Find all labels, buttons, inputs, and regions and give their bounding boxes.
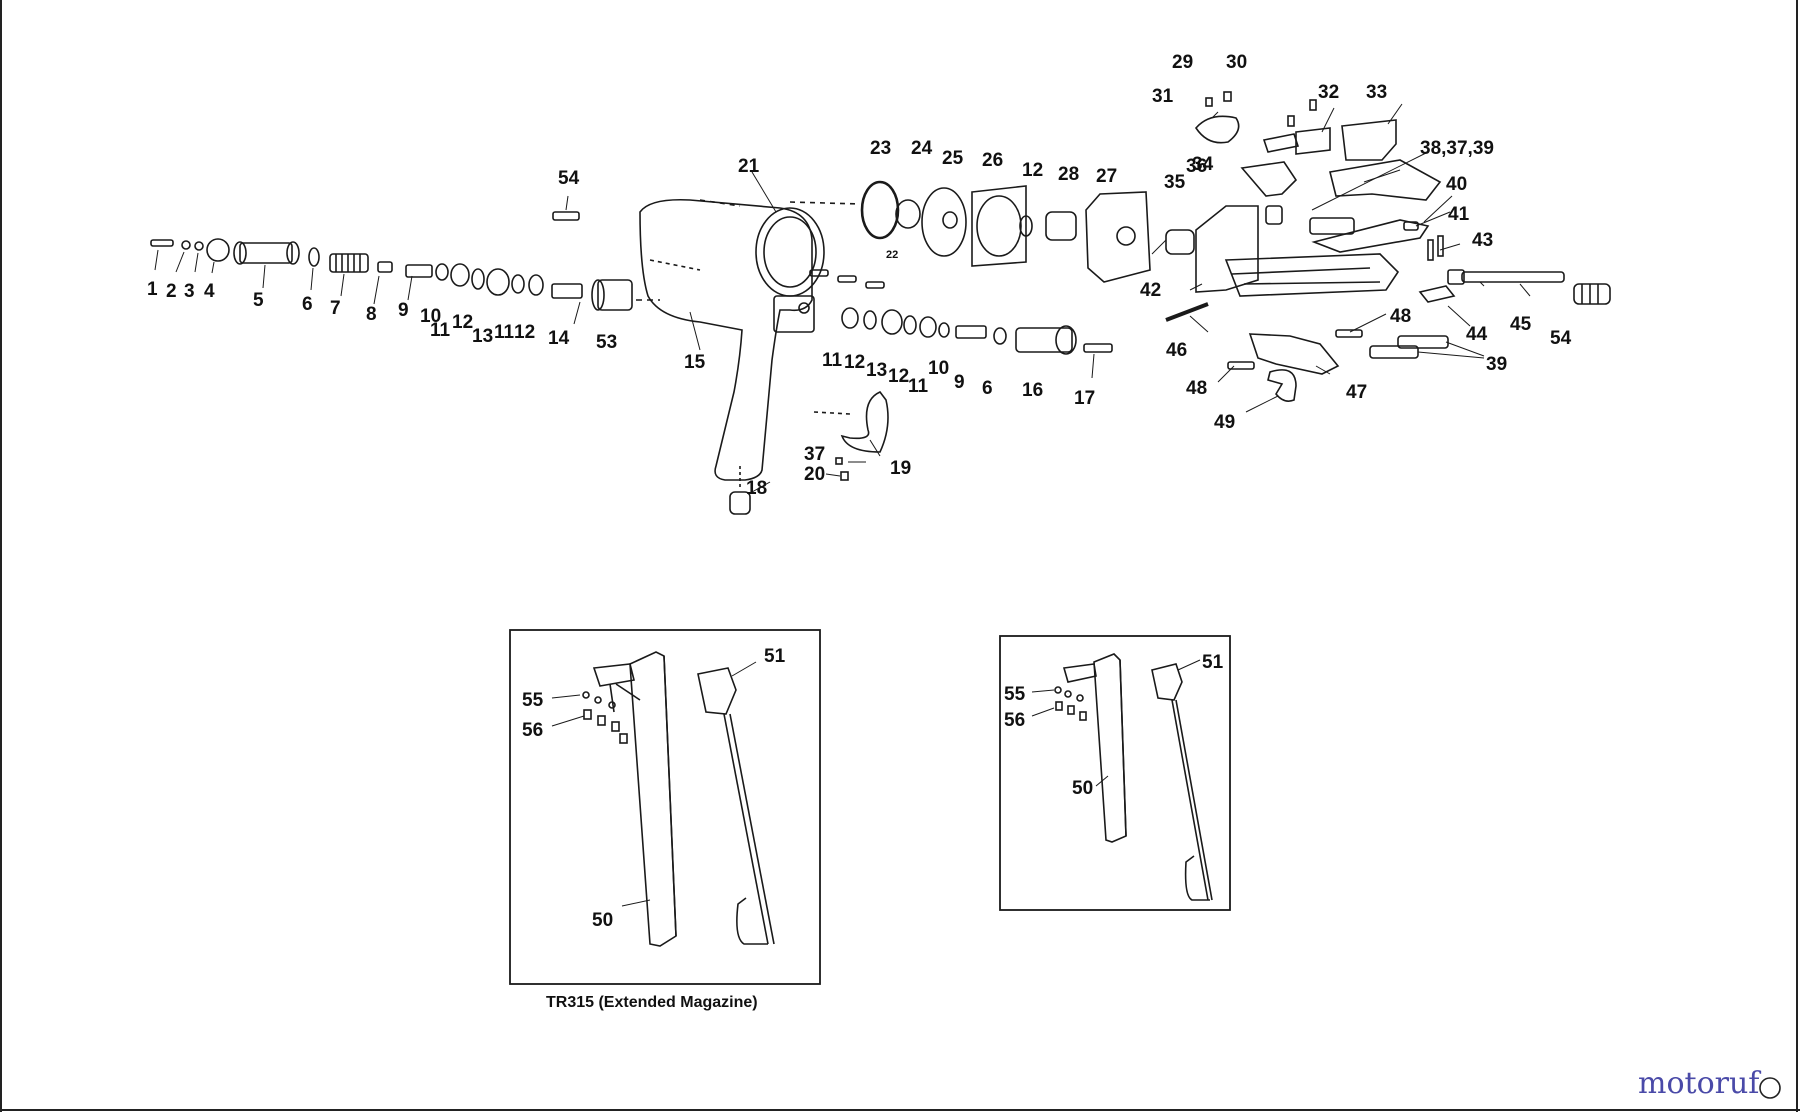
part-label: 48 (1186, 378, 1207, 399)
part-label: 26 (982, 150, 1003, 171)
part-label: 11 (908, 376, 929, 397)
part-label: 21 (738, 156, 760, 177)
part-label: 27 (1096, 166, 1117, 187)
part-label: 33 (1366, 82, 1387, 103)
part-label: 14 (548, 328, 570, 349)
part-label: 7 (330, 298, 341, 319)
part-label: 9 (954, 372, 965, 393)
part-label: 36 (1186, 156, 1207, 177)
part-label: 6 (982, 378, 993, 399)
part-label: 11 (822, 350, 843, 371)
part-label: 53 (596, 332, 617, 353)
main-assembly (150, 91, 1611, 515)
part-label: 54 (1550, 328, 1572, 349)
part-label: 44 (1466, 324, 1488, 345)
inset-extended-magazine-drawing (509, 629, 821, 985)
part-label: 48 (1390, 306, 1411, 327)
part-label: 17 (1074, 388, 1095, 409)
leader-lines (154, 103, 1531, 493)
part-label: 47 (1346, 382, 1367, 403)
inset-part-label: 55 (522, 690, 544, 711)
watermark-logo: motoruf (1638, 1066, 1760, 1101)
part-label: 49 (1214, 412, 1235, 433)
inset-part-label: 51 (764, 646, 786, 667)
part-label: 22 (886, 249, 898, 261)
part-label: 45 (1510, 314, 1532, 335)
part-label: 29 (1172, 52, 1193, 73)
part-label: 39 (1486, 354, 1507, 375)
part-label: 41 (1448, 204, 1470, 225)
inset-part-label: 50 (1072, 778, 1093, 799)
part-label: 31 (1152, 86, 1174, 107)
part-label: 13 (866, 360, 887, 381)
inset-standard-labels: 51 55 56 50 (1004, 652, 1224, 799)
inset-extended-labels: 51 55 56 50 (522, 646, 786, 931)
part-label: 3 (184, 281, 195, 302)
part-label: 25 (942, 148, 964, 169)
part-label: 2 (166, 281, 177, 302)
part-label: 13 (472, 326, 493, 347)
inset-part-label: 51 (1202, 652, 1224, 673)
part-label: 20 (804, 464, 825, 485)
part-label: 12 (452, 312, 473, 333)
part-label: 8 (366, 304, 377, 325)
part-label: 5 (253, 290, 264, 311)
inset-part-label: 55 (1004, 684, 1026, 705)
part-label: 11 (430, 320, 451, 341)
part-label: 18 (746, 478, 767, 499)
part-label: 19 (890, 458, 911, 479)
part-label: 4 (204, 281, 215, 302)
part-label: 23 (870, 138, 891, 159)
part-label: 37 (804, 444, 825, 465)
part-label: 15 (684, 352, 706, 373)
part-label: 10 (420, 306, 441, 327)
part-label: 32 (1318, 82, 1339, 103)
part-label: 43 (1472, 230, 1493, 251)
part-label: 54 (558, 168, 580, 189)
part-label: 40 (1446, 174, 1467, 195)
part-label: 24 (911, 138, 933, 159)
part-label: 46 (1166, 340, 1187, 361)
part-label: 9 (398, 300, 409, 321)
part-label: 35 (1164, 172, 1186, 193)
part-label: 28 (1058, 164, 1079, 185)
inset-part-label: 50 (592, 910, 613, 931)
part-label: 30 (1226, 52, 1247, 73)
copyright-icon (1759, 1077, 1781, 1099)
inset-part-label: 56 (1004, 710, 1025, 731)
part-label: 6 (302, 294, 313, 315)
part-label: 10 (928, 358, 949, 379)
inset-part-label: 56 (522, 720, 543, 741)
part-label: 38,37,39 (1420, 138, 1494, 159)
part-label: 16 (1022, 380, 1043, 401)
part-label: 11 (494, 322, 515, 343)
part-label: 42 (1140, 280, 1161, 301)
part-label: 1 (147, 279, 158, 300)
part-label: 12 (1022, 160, 1043, 181)
part-label: 12 (514, 322, 535, 343)
part-label: 12 (888, 366, 909, 387)
inset-standard-magazine-drawing (999, 635, 1231, 911)
part-label: 34 (1192, 154, 1214, 175)
part-label: 12 (844, 352, 865, 373)
inset-leader-lines (551, 659, 1201, 907)
caption: TR315 (Extended Magazine) (546, 994, 758, 1011)
